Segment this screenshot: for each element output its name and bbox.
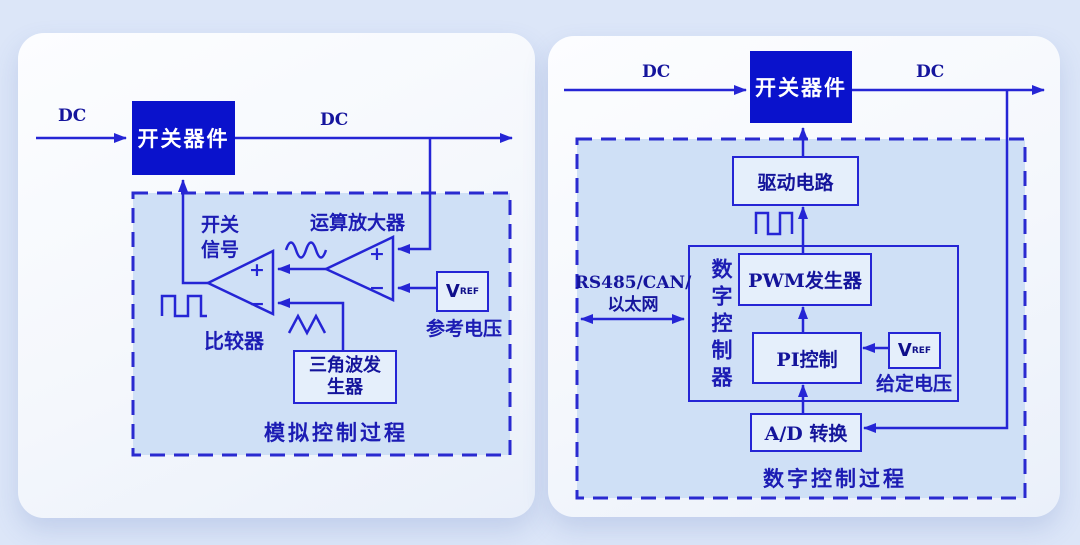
dc-output-label: DC xyxy=(320,110,349,130)
opamp-triangle xyxy=(323,235,395,302)
pwm-generator-box: PWM发生器 xyxy=(738,253,872,306)
switching-device-box: 开关器件 xyxy=(132,101,235,175)
vref-main: V xyxy=(445,281,460,302)
comparator-label: 比较器 xyxy=(204,329,264,353)
comparator-triangle xyxy=(205,248,275,316)
digital-controller-label: 数字控制器 xyxy=(709,258,733,393)
dc-input-label: DC xyxy=(642,62,671,82)
digital-controller-box xyxy=(688,245,959,402)
triangle-wave-generator-box: 三角波发 生器 xyxy=(293,350,397,404)
dc-input-label: DC xyxy=(58,106,87,126)
switch-signal-label: 开关 信号 xyxy=(201,213,239,263)
triangle-gen-line1: 三角波发 xyxy=(309,354,381,376)
vref-caption: 参考电压 xyxy=(425,318,503,340)
switch-signal-line1: 开关 xyxy=(201,214,240,236)
vref-sub: REF xyxy=(911,345,932,356)
vref-caption: 给定电压 xyxy=(875,373,953,395)
polarity-signs: + − + − xyxy=(249,243,385,315)
opamp-minus-sign: − xyxy=(369,277,385,299)
feedback-to-opamp-wire xyxy=(397,138,432,254)
opamp-label: 运算放大器 xyxy=(310,212,406,234)
switch-signal-line2: 信号 xyxy=(201,239,240,262)
comparator-to-switch-wire xyxy=(178,179,208,285)
digital-caption: 数字控制过程 xyxy=(763,467,907,491)
vref-main: V xyxy=(897,340,912,361)
feedback-to-ad-wire xyxy=(863,90,1009,433)
drive-circuit-box: 驱动电路 xyxy=(732,156,859,206)
comparator-minus-sign: − xyxy=(249,293,265,315)
analog-wiring: + − + − xyxy=(36,133,513,457)
vref-sub: REF xyxy=(459,286,480,297)
bus-line1: RS485/CAN/ xyxy=(574,273,692,293)
switching-device-box: 开关器件 xyxy=(750,51,852,123)
bus-label: RS485/CAN/ 以太网 xyxy=(575,272,692,316)
analog-caption: 模拟控制过程 xyxy=(264,421,408,445)
pi-control-box: PI控制 xyxy=(752,332,862,384)
analog-card: + − + − DC 开关器件 DC 开关 信号 运算放大器 比较器 三角波发 … xyxy=(18,33,535,518)
sine-wave-icon xyxy=(284,241,328,259)
square-wave-icon xyxy=(754,211,794,236)
square-wave-icon xyxy=(160,294,207,318)
comparator-plus-sign: + xyxy=(249,259,265,281)
triangle-gen-line2: 生器 xyxy=(327,377,363,398)
trigen-to-comparator-wire xyxy=(277,298,345,350)
dc-output-label: DC xyxy=(916,62,945,82)
analog-wires xyxy=(36,133,513,350)
opamp-plus-sign: + xyxy=(369,243,385,265)
bus-line2: 以太网 xyxy=(607,295,659,316)
ad-converter-box: A/D 转换 xyxy=(750,413,862,452)
triangle-wave-icon xyxy=(287,313,327,336)
